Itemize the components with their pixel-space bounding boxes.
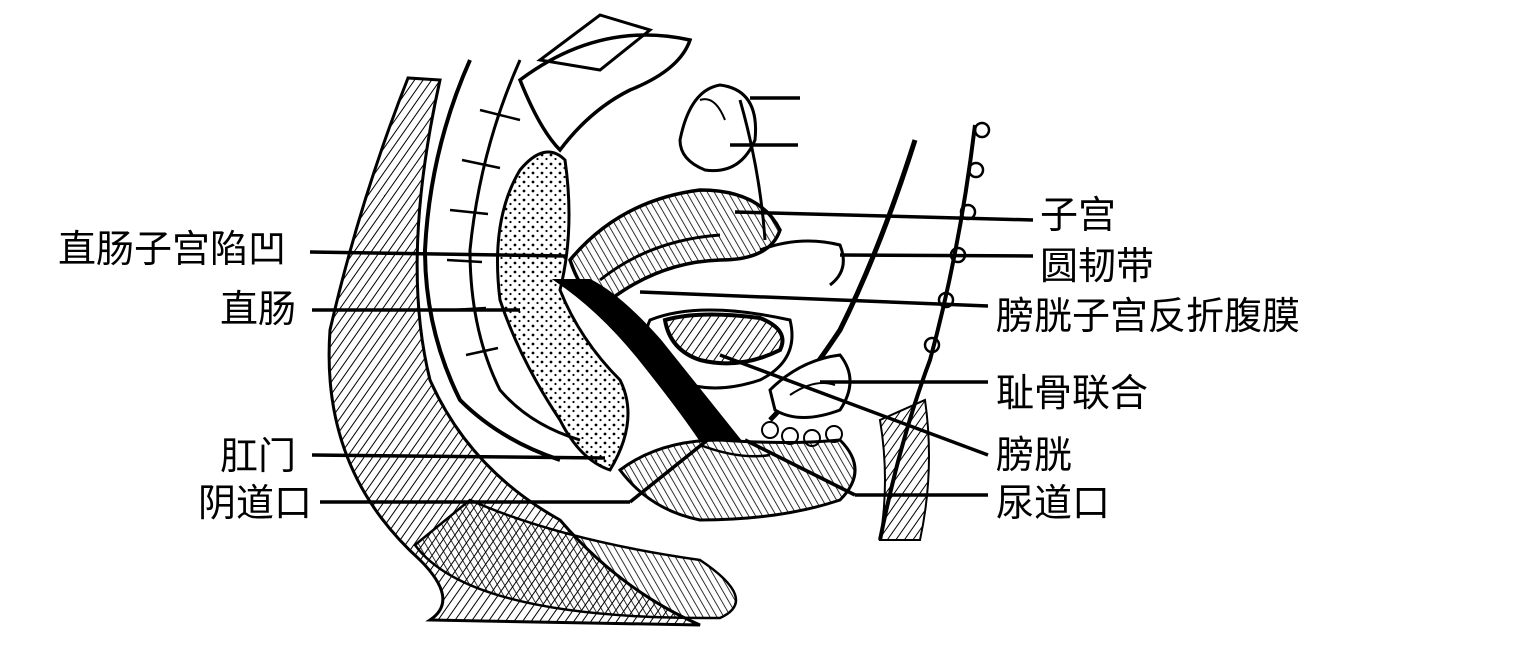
uterus-shape <box>568 188 782 303</box>
label-uterus: 子宫 <box>1040 193 1117 237</box>
label-rectouterine-pouch: 直肠子宫陷凹 <box>58 227 287 271</box>
perineal-bumps <box>761 421 843 447</box>
label-urethral-orifice: 尿道口 <box>996 481 1111 525</box>
sacrum-body <box>327 76 701 627</box>
thigh-right <box>878 398 930 541</box>
label-vesicouterine-fold: 膀胱子宫反折腹膜 <box>996 294 1301 338</box>
round-ligament-shape <box>759 239 845 287</box>
label-vaginal-orifice: 阴道口 <box>198 481 313 525</box>
rectum-shape <box>496 150 630 472</box>
buttock-lower <box>413 498 738 620</box>
label-round-ligament: 圆韧带 <box>1040 244 1155 288</box>
label-rectum: 直肠 <box>220 287 297 331</box>
label-bladder: 膀胱 <box>996 433 1073 477</box>
leader-lines <box>309 96 1034 504</box>
spine-inner <box>468 59 581 442</box>
bowel-top <box>517 33 693 153</box>
label-anus: 肛门 <box>220 434 297 478</box>
spine-outline <box>422 59 561 462</box>
bladder-shape <box>662 312 785 366</box>
label-pubic-symphysis: 耻骨联合 <box>996 371 1149 415</box>
ovary-tube <box>678 83 758 173</box>
